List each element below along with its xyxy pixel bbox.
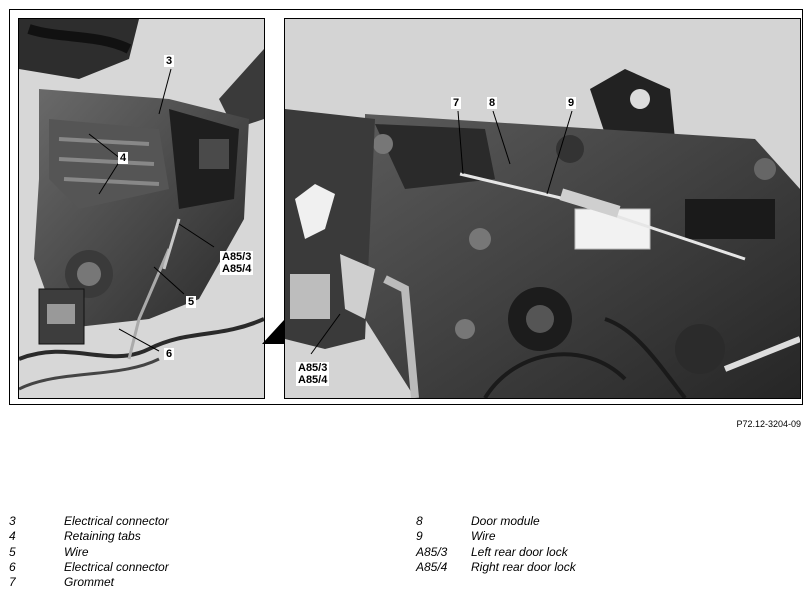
legend-item: 8 Door module bbox=[416, 514, 676, 529]
legend-number: A85/4 bbox=[416, 559, 448, 574]
legend-text: Electrical connector bbox=[64, 559, 169, 574]
photo-door-lock-closeup bbox=[18, 18, 265, 399]
callout-6: 6 bbox=[164, 348, 175, 360]
legend-text: Electrical connector bbox=[64, 514, 169, 528]
callout-8: 8 bbox=[487, 97, 498, 109]
legend-item: A85/4 Right rear door lock bbox=[416, 560, 676, 575]
legend-text: Wire bbox=[64, 544, 89, 559]
legend-text: Right rear door lock bbox=[471, 559, 576, 574]
legend-text: Wire bbox=[471, 529, 496, 544]
callout-a85-3: A85/3 bbox=[298, 362, 328, 374]
legend-item: 6 Electrical connector bbox=[9, 560, 269, 575]
callout-5: 5 bbox=[186, 296, 197, 308]
legend-text: Left rear door lock bbox=[471, 544, 568, 559]
legend-number: 3 bbox=[9, 514, 16, 528]
legend-right-column: 8 Door module 9 Wire A85/3 Left rear door l… bbox=[416, 514, 676, 575]
legend-number: 9 bbox=[416, 529, 423, 544]
legend-number: 6 bbox=[9, 559, 16, 574]
callout-a85-right: A85/3 A85/4 bbox=[296, 362, 330, 386]
callout-a85-left: A85/3 A85/4 bbox=[220, 251, 254, 275]
legend-number: 4 bbox=[9, 529, 16, 544]
callout-9: 9 bbox=[566, 97, 577, 109]
legend-item: 9 Wire bbox=[416, 529, 676, 544]
legend-item: A85/3 Left rear door lock bbox=[416, 545, 676, 560]
legend-number: 8 bbox=[416, 514, 423, 528]
callout-4: 4 bbox=[118, 152, 129, 164]
door-module-image bbox=[285, 19, 800, 398]
callout-a85-4: A85/4 bbox=[222, 263, 252, 275]
callout-a85-4: A85/4 bbox=[298, 374, 328, 386]
legend-text: Door module bbox=[471, 514, 540, 528]
legend-item: 7 Grommet bbox=[9, 575, 269, 590]
detail-pointer-triangle bbox=[262, 320, 284, 344]
door-lock-closeup-image bbox=[19, 19, 264, 398]
figure-reference: P72.12-3204-09 bbox=[736, 419, 801, 429]
callout-3: 3 bbox=[164, 55, 175, 67]
legend-number: 5 bbox=[9, 544, 16, 559]
callout-a85-3: A85/3 bbox=[222, 251, 252, 263]
legend-number: 7 bbox=[9, 575, 16, 590]
legend-item: 5 Wire bbox=[9, 545, 269, 560]
legend-item: 3 Electrical connector bbox=[9, 514, 269, 529]
legend-number: A85/3 bbox=[416, 544, 448, 559]
legend-item: 4 Retaining tabs bbox=[9, 529, 269, 544]
legend-text: Retaining tabs bbox=[64, 529, 141, 544]
photo-door-module bbox=[284, 18, 801, 399]
legend-text: Grommet bbox=[64, 575, 115, 590]
callout-7: 7 bbox=[451, 97, 462, 109]
